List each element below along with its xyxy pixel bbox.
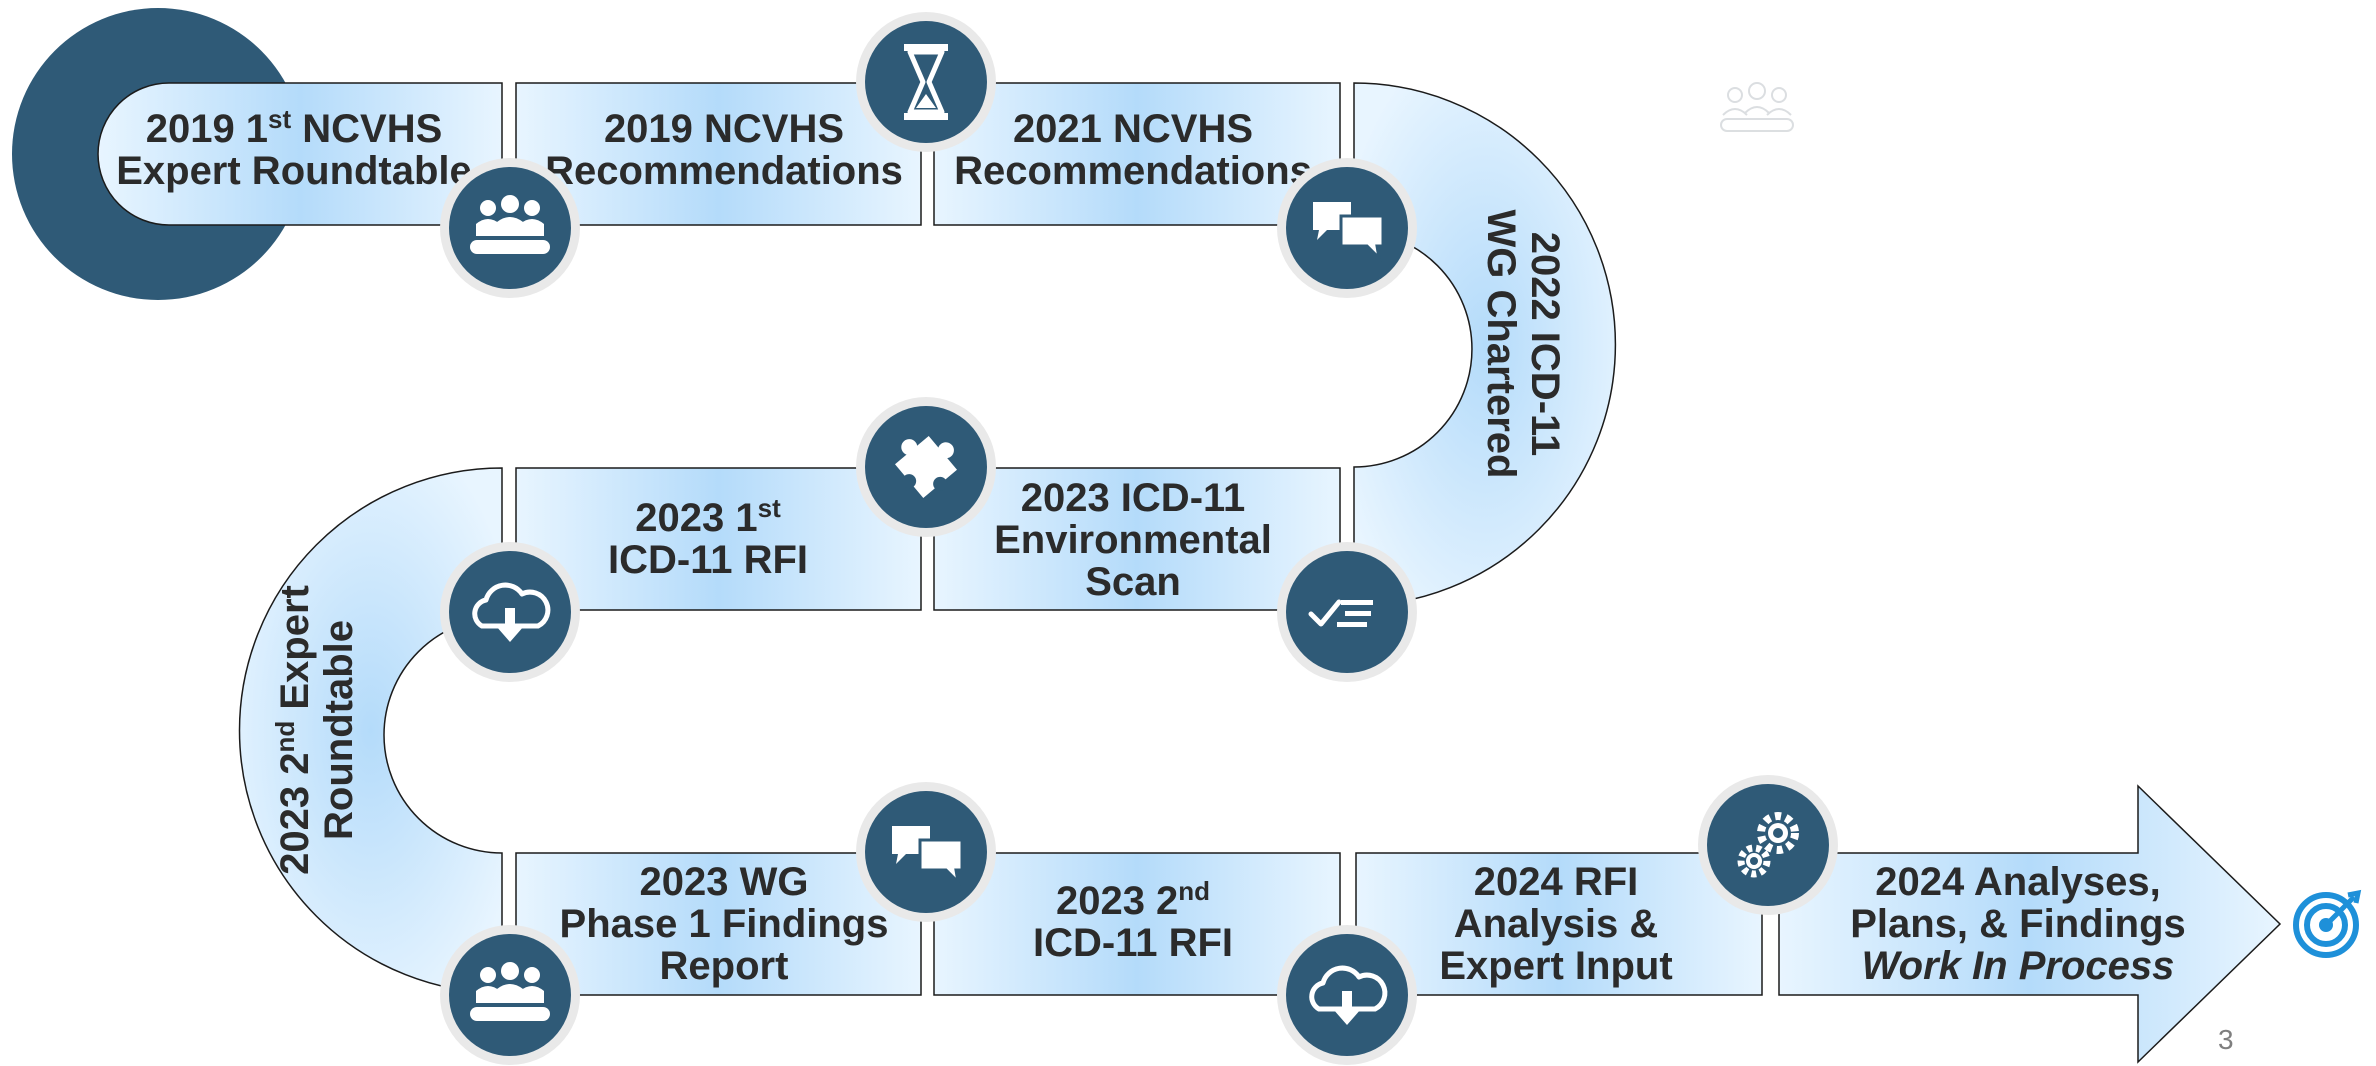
segment-2019-recommendations bbox=[515, 82, 922, 226]
segment-2023-wg-phase1-report bbox=[515, 852, 922, 996]
label-sup: nd bbox=[270, 721, 300, 753]
label-line: 2024 RFI bbox=[1474, 860, 1639, 904]
page-number: 3 bbox=[2218, 1024, 2234, 1055]
label-line: Roundtable bbox=[317, 620, 361, 840]
label-sup: st bbox=[268, 104, 291, 134]
segment-2023-environmental-scan bbox=[933, 467, 1341, 611]
label-line: Expert Input bbox=[1439, 944, 1672, 988]
label-line: 2019 NCVHS bbox=[604, 107, 844, 151]
label-sup: st bbox=[758, 493, 781, 523]
segment-2023-2nd-expert-roundtable bbox=[238, 467, 503, 994]
label-line: Expert bbox=[273, 585, 317, 721]
meeting-outline-icon bbox=[1720, 82, 1794, 132]
puzzle-icon bbox=[856, 397, 996, 537]
label-line: 2023 ICD-11 bbox=[1021, 476, 1246, 520]
hourglass-icon bbox=[856, 12, 996, 152]
task-list-icon bbox=[1277, 542, 1417, 682]
cloud-download-icon bbox=[440, 542, 580, 682]
label-line: 2023 1 bbox=[635, 496, 757, 540]
label-line: Expert Roundtable bbox=[116, 149, 472, 193]
label-line: ICD-11 RFI bbox=[1033, 921, 1233, 965]
label-line: Report bbox=[660, 944, 789, 988]
label-line: 2022 ICD-11 bbox=[1523, 232, 1567, 457]
segment-2023-1st-rfi bbox=[515, 467, 922, 611]
label-line: 2023 WG bbox=[640, 860, 809, 904]
label-line: 2023 2 bbox=[1056, 879, 1178, 923]
label-line: 2019 1 bbox=[146, 107, 268, 151]
segment-2024-rfi-analysis bbox=[1355, 852, 1763, 996]
label-line: NCVHS bbox=[291, 107, 442, 151]
label-line: Recommendations bbox=[545, 149, 903, 193]
meeting-icon bbox=[440, 925, 580, 1065]
label-line: ICD-11 RFI bbox=[608, 538, 808, 582]
step-label-s4: 2022 ICD-11WG Chartered bbox=[1479, 210, 1567, 479]
segment-2021-recommendations bbox=[933, 82, 1341, 226]
label-line: 2024 Analyses, bbox=[1875, 860, 2160, 904]
segment-2023-2nd-rfi bbox=[933, 852, 1341, 996]
gears-icon bbox=[1698, 775, 1838, 915]
segment-2019-expert-roundtable bbox=[97, 82, 503, 226]
meeting-icon bbox=[440, 158, 580, 298]
segment-2022-wg-chartered bbox=[1353, 82, 1617, 607]
step-label-s7: 2023 2nd ExpertRoundtable bbox=[270, 585, 361, 875]
label-line: Scan bbox=[1085, 560, 1181, 604]
chat-bubbles-icon bbox=[1277, 158, 1417, 298]
label-line: WG Chartered bbox=[1479, 210, 1523, 479]
arrow-2024-analyses bbox=[1778, 784, 2282, 1064]
label-line: Environmental bbox=[994, 518, 1272, 562]
label-line: Phase 1 Findings bbox=[560, 902, 889, 946]
label-line-italic: Work In Process bbox=[1862, 944, 2175, 988]
label-line: Plans, & Findings bbox=[1850, 902, 2186, 946]
label-line: Analysis & bbox=[1454, 902, 1659, 946]
label-line: Recommendations bbox=[954, 149, 1312, 193]
chat-bubbles-icon bbox=[856, 782, 996, 922]
cloud-download-icon bbox=[1277, 925, 1417, 1065]
label-line: 2023 2 bbox=[273, 753, 317, 875]
label-line: 2021 NCVHS bbox=[1013, 107, 1253, 151]
label-sup: nd bbox=[1178, 876, 1210, 906]
target-icon bbox=[2293, 889, 2362, 958]
